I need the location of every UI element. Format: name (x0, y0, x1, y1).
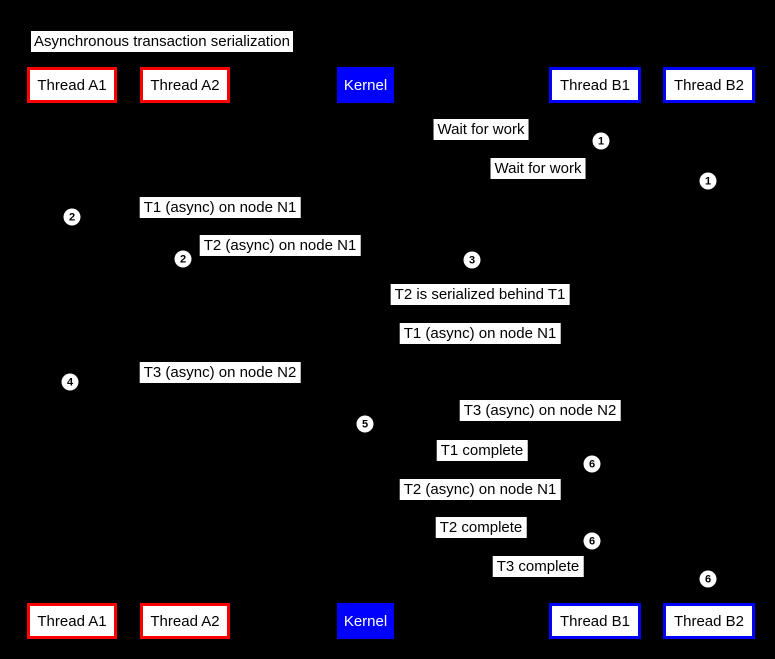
actor-thread-a1-top: Thread A1 (27, 67, 117, 103)
step-marker: 1 (699, 172, 717, 190)
actor-thread-a2-bottom: Thread A2 (140, 603, 230, 639)
message-label: T1 (async) on node N1 (139, 197, 301, 218)
message-label: T3 complete (492, 556, 584, 577)
message-label: T2 complete (435, 517, 527, 538)
actor-thread-b2-top: Thread B2 (663, 67, 755, 103)
actor-thread-b1-top: Thread B1 (549, 67, 641, 103)
message-label: T2 (async) on node N1 (399, 479, 561, 500)
step-marker: 6 (583, 532, 601, 550)
message-label: T2 (async) on node N1 (199, 235, 361, 256)
step-marker: 4 (61, 373, 79, 391)
step-marker: 1 (592, 132, 610, 150)
actor-kernel-bottom: Kernel (337, 603, 394, 639)
message-label: T2 is serialized behind T1 (390, 284, 570, 305)
actor-kernel-top: Kernel (337, 67, 394, 103)
step-marker: 6 (583, 455, 601, 473)
step-marker: 2 (63, 208, 81, 226)
step-marker: 6 (699, 570, 717, 588)
message-label: T1 (async) on node N1 (399, 323, 561, 344)
actor-thread-b2-bottom: Thread B2 (663, 603, 755, 639)
step-marker: 3 (463, 251, 481, 269)
diagram-title: Asynchronous transaction serialization (31, 31, 293, 52)
message-label: T3 (async) on node N2 (459, 400, 621, 421)
step-marker: 2 (174, 250, 192, 268)
message-label: Wait for work (433, 119, 529, 140)
message-label: T3 (async) on node N2 (139, 362, 301, 383)
message-label: T1 complete (436, 440, 528, 461)
actor-thread-a2-top: Thread A2 (140, 67, 230, 103)
actor-thread-b1-bottom: Thread B1 (549, 603, 641, 639)
message-label: Wait for work (490, 158, 586, 179)
step-marker: 5 (356, 415, 374, 433)
actor-thread-a1-bottom: Thread A1 (27, 603, 117, 639)
